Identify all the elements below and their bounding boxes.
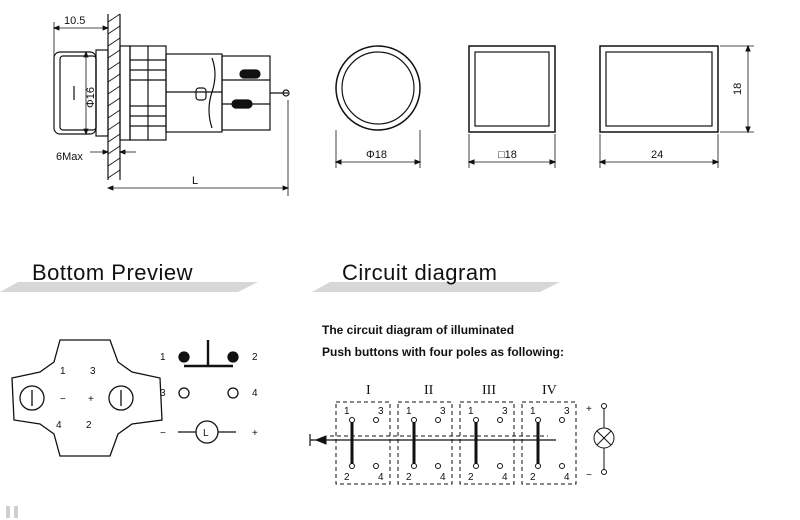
bottom-preview-title: Bottom Preview	[32, 260, 193, 285]
dim-panel-depth: 10.5	[64, 15, 85, 27]
bottom-pin-4: 4	[56, 420, 62, 431]
pole-label-2: II	[424, 383, 434, 398]
bottom-pin-3: 3	[90, 366, 96, 377]
pole4-term-3: 3	[564, 406, 570, 417]
watermark-mark	[6, 506, 18, 518]
lamp-minus-sign: −	[586, 470, 592, 481]
circuit-note-line-1: The circuit diagram of illuminated	[322, 323, 514, 337]
pole-label-3: III	[482, 383, 496, 398]
dim-round-diameter: Φ18	[366, 149, 387, 161]
pole2-term-1: 1	[406, 406, 412, 417]
pole2-term-4: 4	[440, 472, 446, 483]
pole3-term-4: 4	[502, 472, 508, 483]
circuit-diagram-heading: Circuit diagram	[312, 260, 560, 292]
pole3-term-1: 1	[468, 406, 474, 417]
pole1-term-2: 2	[344, 472, 350, 483]
rect-front-view	[598, 44, 754, 168]
side-view-drawing	[53, 13, 290, 180]
pole1-term-3: 3	[378, 406, 384, 417]
pole3-term-3: 3	[502, 406, 508, 417]
bottom-pin-1: 1	[60, 366, 66, 377]
square-front-view	[467, 45, 557, 168]
switch-lamp-minus: −	[160, 428, 166, 439]
pole4-term-1: 1	[530, 406, 536, 417]
dim-square-size: □18	[498, 149, 517, 161]
switch-symbol	[178, 340, 239, 444]
switch-term-2: 2	[252, 352, 258, 363]
dim-rect-height: 18	[732, 83, 744, 95]
bottom-plus-sign: +	[88, 394, 94, 405]
pole4-term-2: 2	[530, 472, 536, 483]
pole-label-4: IV	[542, 383, 557, 398]
pole2-term-2: 2	[406, 472, 412, 483]
switch-term-3: 3	[160, 388, 166, 399]
pole3-term-2: 2	[468, 472, 474, 483]
pole1-term-1: 1	[344, 406, 350, 417]
switch-lamp-label: L	[203, 428, 209, 439]
four-pole-circuit	[309, 401, 615, 485]
circuit-note-line-2: Push buttons with four poles as followin…	[322, 345, 564, 359]
bottom-minus-sign: −	[60, 394, 66, 405]
round-front-view	[334, 45, 422, 168]
circuit-diagram-title: Circuit diagram	[342, 260, 497, 285]
dim-rect-width: 24	[651, 149, 663, 161]
pole1-term-4: 4	[378, 472, 384, 483]
dim-diameter-16: Φ16	[85, 87, 97, 108]
dim-length: L	[192, 175, 198, 187]
side-view-dimensions	[52, 22, 290, 196]
bottom-pin-2: 2	[86, 420, 92, 431]
switch-lamp-plus: +	[252, 428, 258, 439]
dim-panel-max: 6Max	[56, 151, 83, 163]
lamp-plus-sign: +	[586, 404, 592, 415]
switch-term-1: 1	[160, 352, 166, 363]
switch-term-4: 4	[252, 388, 258, 399]
pole4-term-4: 4	[564, 472, 570, 483]
bottom-view-cross	[11, 339, 163, 457]
bottom-preview-heading: Bottom Preview	[0, 260, 258, 292]
pole2-term-3: 3	[440, 406, 446, 417]
pole-label-1: I	[366, 383, 371, 398]
